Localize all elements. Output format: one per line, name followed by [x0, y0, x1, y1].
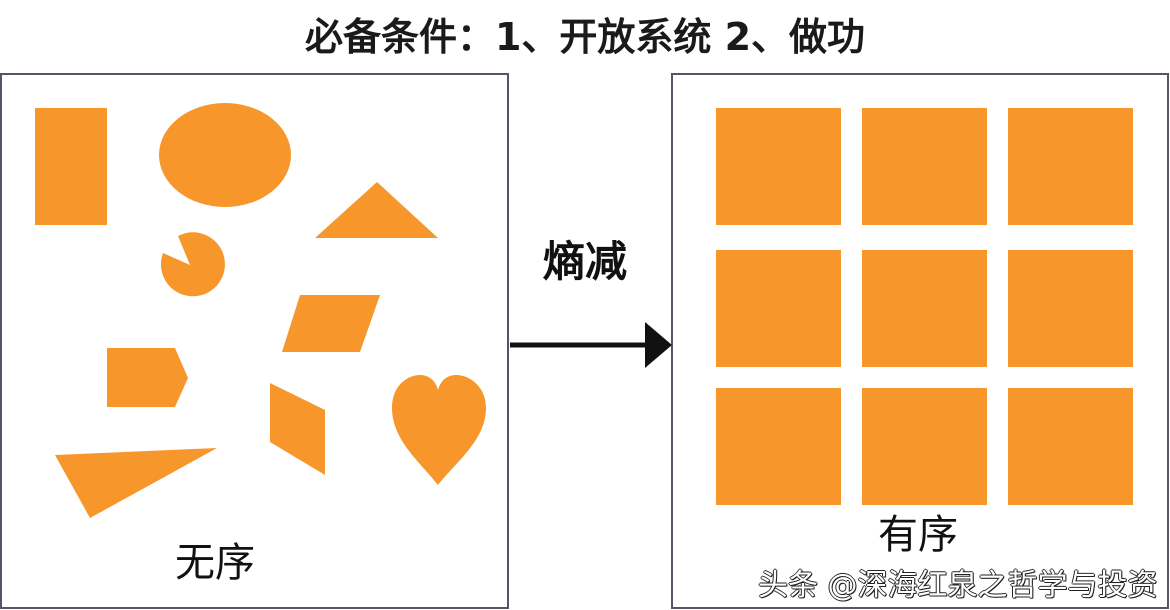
pacman-shape [160, 232, 225, 297]
grid-square [1008, 388, 1133, 505]
ellipse-shape [159, 103, 291, 207]
grid-square [862, 108, 987, 225]
rectangle-shape [35, 108, 107, 225]
arrow-head-icon [645, 322, 672, 368]
grid-square [716, 250, 841, 367]
heart-shape [392, 375, 486, 485]
grid-square [862, 388, 987, 505]
grid-square [1008, 250, 1133, 367]
long-triangle-shape [55, 448, 217, 518]
grid-square [716, 108, 841, 225]
pentagon-shape [107, 348, 188, 407]
left-panel-label: 无序 [175, 540, 255, 586]
triangle-shape [315, 182, 438, 238]
grid-square [862, 250, 987, 367]
process-label: 熵减 [542, 237, 627, 286]
title: 必备条件：1、开放系统 2、做功 [304, 15, 866, 59]
grid-square [1008, 108, 1133, 225]
right-panel-label: 有序 [878, 512, 958, 558]
grid-square [716, 388, 841, 505]
rhombus-shape [270, 383, 325, 475]
watermark: 头条 @深海红泉之哲学与投资 [758, 568, 1158, 603]
parallelogram-shape [282, 295, 380, 352]
